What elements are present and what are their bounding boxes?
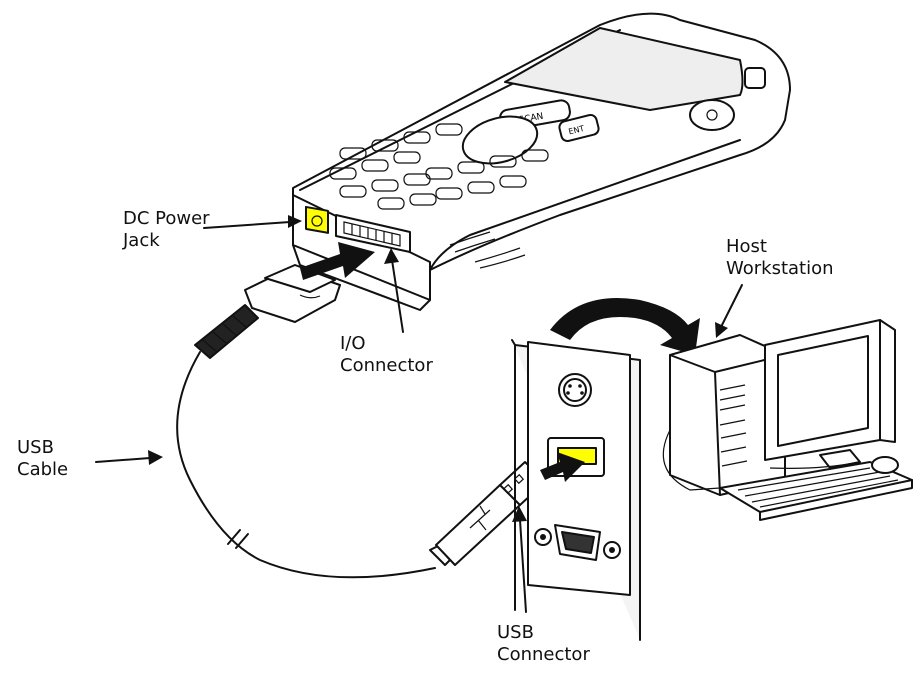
usb-connector-label: USB Connector bbox=[497, 622, 590, 665]
side-scan-button bbox=[689, 99, 735, 131]
usb-cable bbox=[176, 351, 436, 579]
dc-power-jack-label: DC Power Jack bbox=[123, 208, 210, 251]
cable-io-plug bbox=[194, 264, 341, 359]
usb-symbol-icon bbox=[469, 505, 491, 531]
ent-key-label: ENT bbox=[568, 124, 586, 137]
keypad bbox=[329, 123, 549, 210]
serial-port bbox=[534, 524, 621, 561]
nav-pad bbox=[461, 115, 539, 165]
io-connector-port bbox=[335, 214, 411, 253]
workstation-back-panel bbox=[511, 339, 641, 641]
io-connector-label: I/O Connector bbox=[340, 333, 433, 376]
device-screen bbox=[504, 27, 744, 111]
mouse bbox=[871, 456, 899, 474]
dc-power-jack bbox=[305, 205, 329, 234]
io-insert-arrow bbox=[300, 242, 375, 280]
leader-lines bbox=[95, 215, 743, 613]
ent-key bbox=[558, 113, 600, 143]
usb-insert-arrow bbox=[540, 452, 585, 482]
handheld-computer: SCAN ENT bbox=[292, 12, 791, 311]
dc-jack-icon bbox=[311, 215, 323, 227]
side-power-button bbox=[744, 67, 766, 89]
usb-cable-label: USB Cable bbox=[17, 437, 69, 480]
host-workstation-label: Host Workstation bbox=[726, 236, 834, 279]
host-workstation bbox=[662, 319, 913, 521]
curved-arrow bbox=[550, 298, 700, 355]
